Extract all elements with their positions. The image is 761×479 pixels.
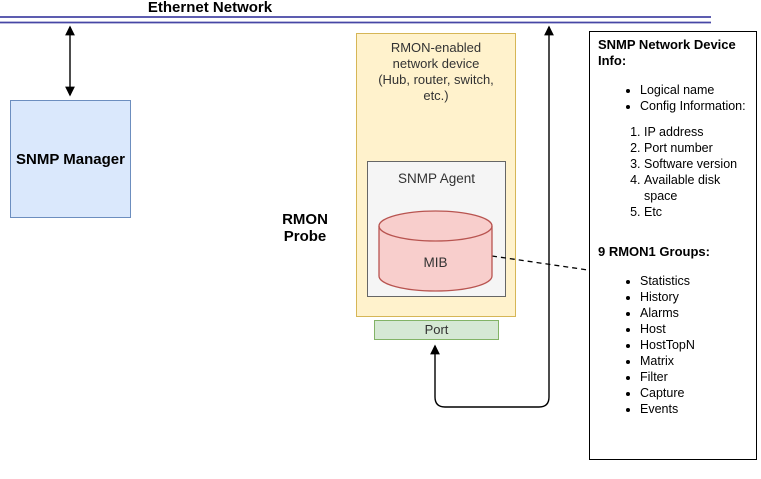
rmon-device-label: RMON-enabled network device (Hub, router…	[378, 40, 494, 103]
list-item: HostTopN	[640, 337, 748, 353]
snmp-manager-label: SNMP Manager	[16, 150, 125, 168]
snmp-agent-box: SNMP Agent	[367, 161, 506, 297]
rmon-groups-title: 9 RMON1 Groups:	[598, 244, 710, 259]
snmp-agent-label: SNMP Agent	[397, 171, 476, 186]
list-item: Config Information:	[640, 98, 748, 114]
list-item: Etc	[644, 204, 748, 220]
list-item: Capture	[640, 385, 748, 401]
config-info-list: IP address Port number Software version …	[598, 124, 748, 220]
list-item: IP address	[644, 124, 748, 140]
rmon-groups-list: Statistics History Alarms Host HostTopN …	[598, 273, 748, 417]
rmon-probe-label: RMON Probe	[282, 211, 328, 245]
list-item: Alarms	[640, 305, 748, 321]
list-item: Software version	[644, 156, 748, 172]
list-item: Statistics	[640, 273, 748, 289]
info-panel: SNMP Network Device Info: Logical name C…	[589, 31, 757, 460]
list-item: History	[640, 289, 748, 305]
list-item: Host	[640, 321, 748, 337]
device-info-list: Logical name Config Information:	[598, 82, 748, 114]
list-item: Filter	[640, 369, 748, 385]
list-item: Logical name	[640, 82, 748, 98]
list-item: Port number	[644, 140, 748, 156]
snmp-manager-box: SNMP Manager	[10, 100, 131, 218]
port-box: Port	[374, 320, 499, 340]
info-panel-title: SNMP Network Device Info:	[598, 37, 736, 68]
list-item: Events	[640, 401, 748, 417]
list-item: Available disk space	[644, 172, 748, 204]
list-item: Matrix	[640, 353, 748, 369]
ethernet-network-title: Ethernet Network	[147, 0, 273, 16]
